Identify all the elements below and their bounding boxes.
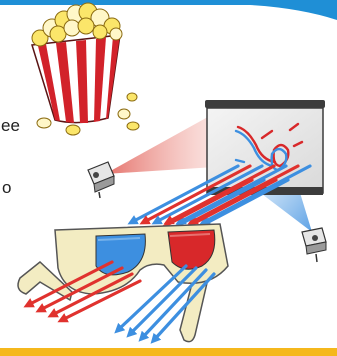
cropped-text-fragment-ee: ee bbox=[1, 117, 20, 134]
cropped-text-fragment-o: o bbox=[2, 179, 11, 196]
right-projector-icon bbox=[302, 228, 326, 262]
top-banner bbox=[0, 0, 337, 20]
red-projector-beam bbox=[105, 113, 215, 174]
left-projector-icon bbox=[88, 162, 114, 198]
bottom-band bbox=[0, 348, 337, 356]
popcorn-bucket-icon bbox=[32, 3, 139, 135]
